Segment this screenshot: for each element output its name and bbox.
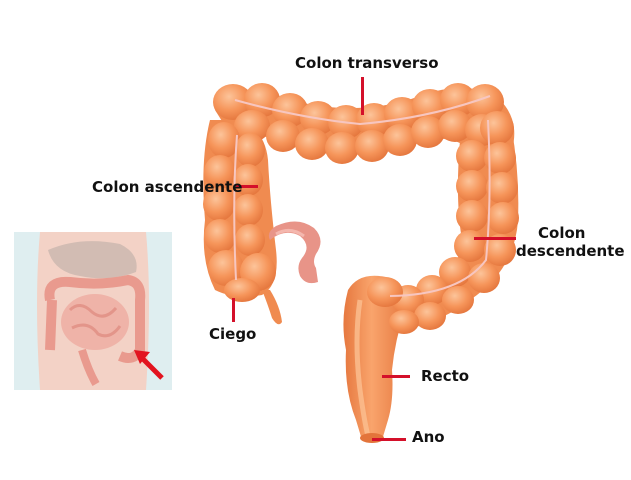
colon-transverso: [213, 83, 504, 164]
label-recto: Recto: [421, 367, 470, 385]
label-colon-transverso: Colon transverso: [295, 54, 439, 72]
leader-line-descendente: [474, 237, 516, 240]
leader-line-transverso: [361, 77, 364, 115]
label-ciego: Ciego: [209, 325, 257, 343]
inset-torso-image: [14, 232, 172, 390]
label-colon-ascendente: Colon ascendente: [92, 178, 243, 196]
leader-lines: [232, 77, 516, 441]
leader-line-ascendente: [236, 185, 258, 188]
small-intestine: [268, 221, 321, 284]
label-colon-descendente-line2: descendente: [516, 242, 625, 260]
leader-line-recto: [382, 375, 410, 378]
label-colon-descendente-line1: Colon: [538, 224, 586, 242]
leader-line-ano: [372, 438, 406, 441]
colon-ascendente: [203, 122, 282, 325]
label-ano: Ano: [412, 428, 445, 446]
leader-line-ciego: [232, 298, 235, 322]
colon-descendente: [367, 111, 519, 334]
